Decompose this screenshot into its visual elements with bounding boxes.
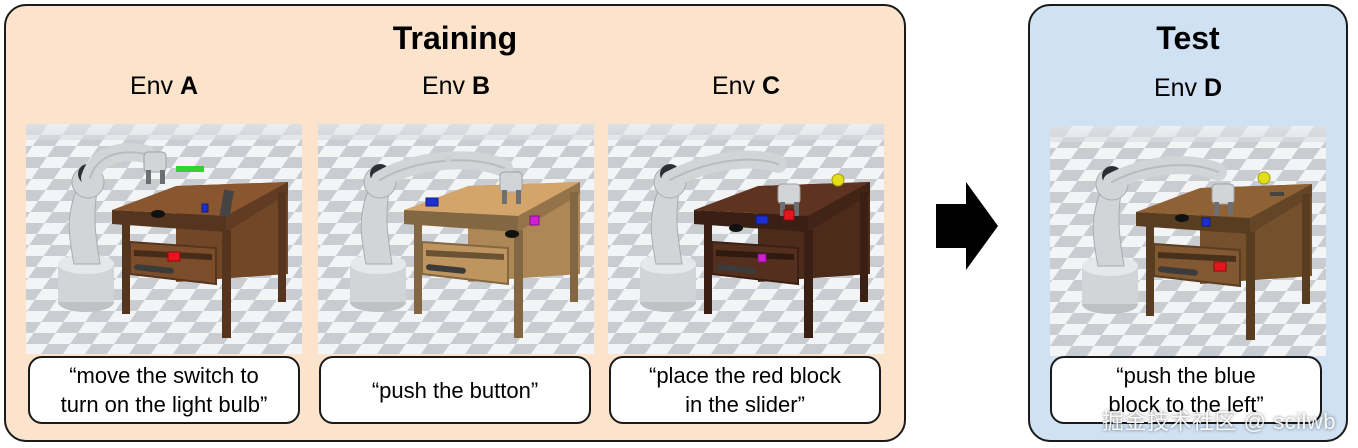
- env-a-instruction: “move the switch to turn on the light bu…: [28, 356, 300, 424]
- test-panel: Test Env D “push the blue block to the l…: [1028, 4, 1348, 442]
- training-panel: Training Env A Env B: [4, 4, 906, 442]
- env-a-scene: [26, 124, 302, 354]
- watermark: 掘金技术社区 @ scilwb: [1102, 409, 1336, 434]
- env-a-label: Env A: [129, 72, 199, 100]
- env-b: Env B: [318, 70, 594, 354]
- env-d-instruction: “push the blue block to the left”: [1050, 356, 1322, 424]
- env-c-scene: [608, 124, 884, 354]
- env-b-label: Env B: [421, 72, 491, 100]
- env-c-label: Env C: [711, 72, 781, 100]
- right-arrow-icon: [936, 182, 998, 270]
- env-d: Env D: [1050, 72, 1326, 356]
- env-b-instruction: “push the button”: [319, 356, 591, 424]
- env-b-scene: [318, 124, 594, 354]
- env-c-instruction: “place the red block in the slider”: [609, 356, 881, 424]
- env-d-scene: [1050, 126, 1326, 356]
- env-a: Env A: [26, 70, 302, 354]
- env-d-label: Env D: [1153, 74, 1223, 102]
- env-c: Env C: [608, 70, 884, 354]
- test-title: Test: [1156, 20, 1220, 56]
- training-title: Training: [392, 20, 518, 56]
